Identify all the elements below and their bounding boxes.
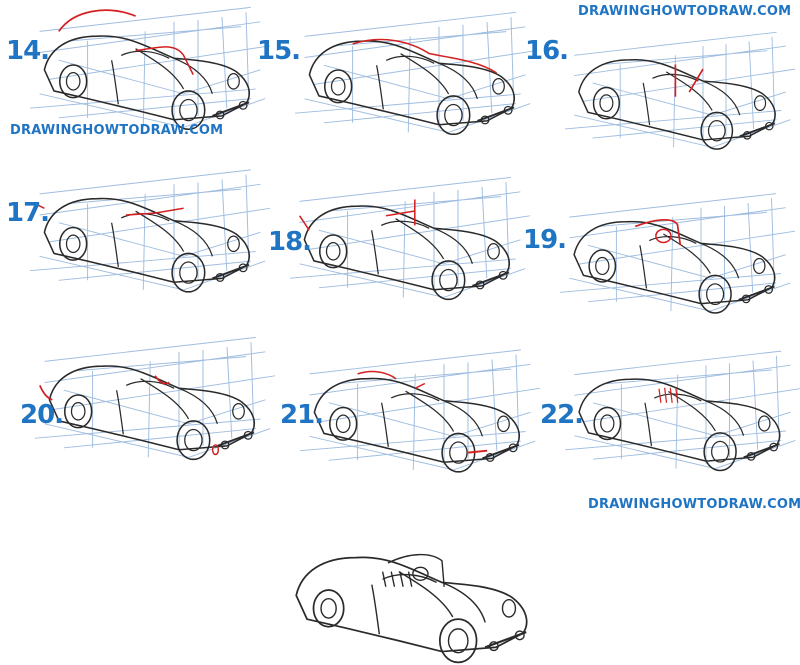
final-car-drawing: [280, 515, 550, 665]
step-20-drawing: [35, 320, 275, 470]
step-17-label: 17.: [6, 198, 50, 228]
step-21-drawing: [300, 335, 540, 480]
step-16-label: 16.: [525, 36, 569, 66]
step-22-label: 22.: [540, 400, 584, 430]
step-20-label: 20.: [20, 400, 64, 430]
step-16-drawing: [565, 20, 795, 155]
step-19-drawing: [560, 180, 795, 320]
watermark-bottom-right: DRAWINGHOWTODRAW.COM: [588, 497, 800, 512]
step-22-drawing: [565, 335, 800, 480]
step-15-label: 15.: [257, 36, 301, 66]
step-21-label: 21.: [280, 400, 324, 430]
step-14-drawing: [30, 0, 270, 130]
step-18-label: 18.: [268, 227, 312, 257]
watermark-top-right: DRAWINGHOWTODRAW.COM: [578, 4, 792, 19]
step-18-drawing: [290, 165, 530, 305]
step-19-label: 19.: [523, 225, 567, 255]
watermark-left: DRAWINGHOWTODRAW.COM: [10, 123, 224, 138]
step-17-drawing: [30, 160, 270, 295]
step-14-label: 14.: [6, 36, 50, 66]
step-15-drawing: [295, 5, 535, 135]
